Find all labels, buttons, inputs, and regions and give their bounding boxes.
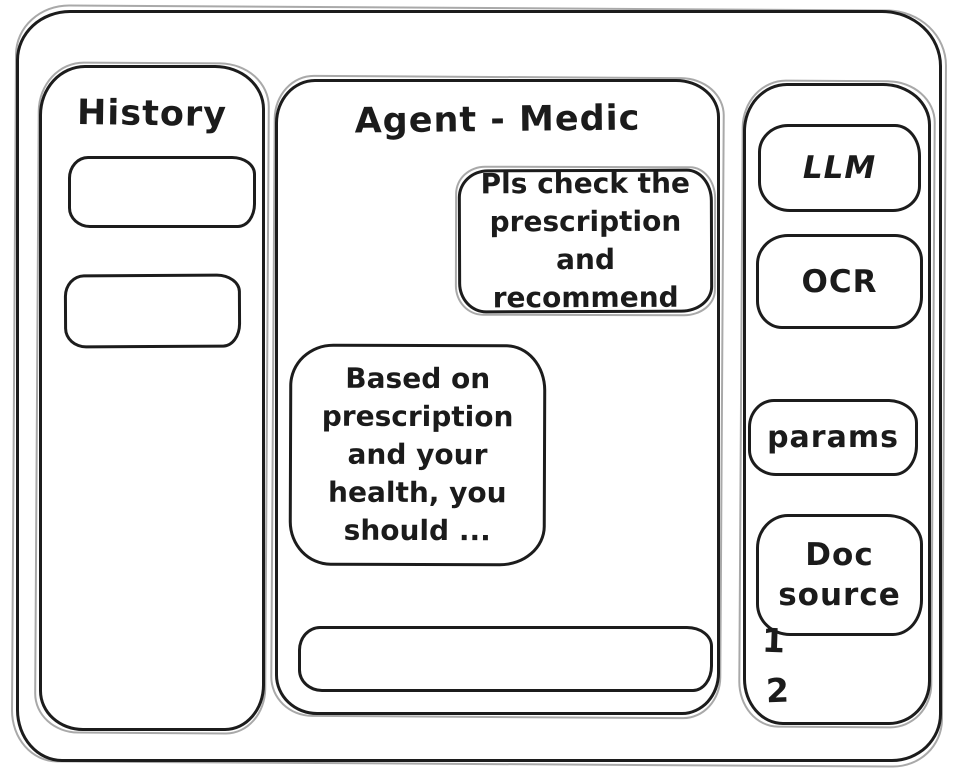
history-title: History (76, 92, 228, 136)
user-message-text: Pls check the prescription and recommend (480, 166, 691, 315)
params-button[interactable]: params (748, 399, 918, 476)
ocr-button[interactable]: OCR (756, 234, 923, 329)
user-message-bubble: Pls check the prescription and recommend (457, 167, 714, 314)
assistant-message-text: Based on prescription and your health, y… (321, 361, 514, 548)
app-window: History Agent - Medic Pls check the pres… (16, 10, 942, 762)
doc-source-button[interactable]: Doc source (756, 514, 923, 636)
chat-panel: Agent - Medic Pls check the prescription… (275, 79, 720, 715)
llm-button[interactable]: LLM (758, 124, 921, 212)
history-item[interactable] (63, 273, 242, 349)
chat-title: Agent - Medic (354, 98, 641, 142)
tools-panel: LLM OCR params Doc source 1 2 (743, 83, 931, 725)
assistant-message-bubble: Based on prescription and your health, y… (288, 343, 547, 567)
doc-source-item[interactable]: 1 (761, 620, 786, 661)
history-panel: History (39, 65, 265, 731)
doc-source-item[interactable]: 2 (765, 670, 790, 711)
history-item[interactable] (68, 156, 256, 228)
message-input[interactable] (298, 626, 713, 692)
